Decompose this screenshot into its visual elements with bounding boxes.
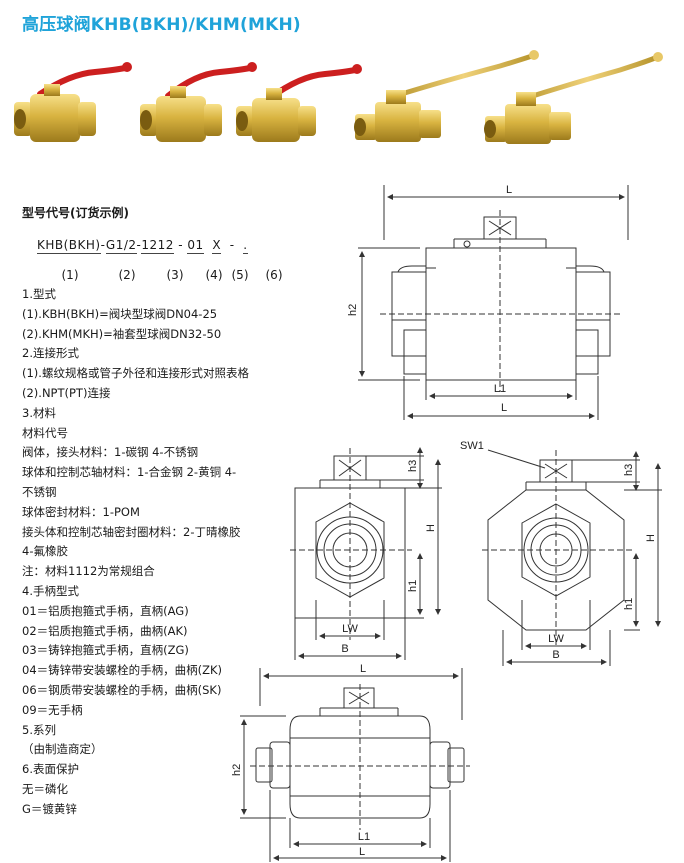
dim-lw-left: LW [342, 623, 358, 635]
dim-h3-left: h3 [407, 460, 419, 472]
dim-b-right: B [552, 649, 559, 661]
page-title: 高压球阀KHB(BKH)/KHM(MKH) [22, 15, 301, 35]
valve-photo-5 [484, 52, 663, 144]
sleeve-side-view: L h2 L1 L [231, 663, 470, 862]
model-index: (2) [118, 268, 136, 282]
dim-l-sleeve-bottom: L [359, 846, 365, 858]
side-view-drawing: h2 L1 L L [347, 184, 629, 420]
spec-list: 1.型式 (1).KBH(BKH)=阀块型球阀DN04-25 (2).KHM(M… [22, 285, 272, 820]
model-part-type: KHB(BKH) [37, 238, 101, 254]
spec-line: 4-氟橡胶 [22, 544, 68, 559]
spec-line: 2.连接形式 [22, 346, 79, 361]
dim-h3-right: h3 [623, 464, 635, 476]
model-index: (1) [61, 268, 79, 282]
spec-line: 3.材料 [22, 405, 56, 420]
dim-h-right: H [645, 534, 657, 542]
model-index: (3) [166, 268, 184, 282]
spec-line: 球体和控制芯轴材料：1-合金钢 2-黄铜 4- [22, 465, 237, 480]
valve-photo-1 [14, 62, 132, 142]
dim-h1-left: h1 [407, 580, 419, 592]
dim-lw-right: LW [548, 633, 564, 645]
dim-h1-right: h1 [623, 598, 635, 610]
spec-line: 球体密封材料：1-POM [22, 504, 140, 519]
model-sep: - [100, 238, 106, 252]
model-sep: - [136, 238, 142, 252]
dim-h-left: H [425, 524, 437, 532]
spec-line: 09＝无手柄 [22, 702, 83, 717]
valve-photo-2 [140, 62, 257, 142]
dim-sw1: SW1 [460, 440, 484, 452]
spec-line: 6.表面保护 [22, 762, 79, 777]
model-part-material: 1212 [141, 238, 174, 254]
spec-line: 06＝钢质带安装螺栓的手柄，曲柄(SK) [22, 682, 222, 697]
model-index: (6) [265, 268, 283, 282]
spec-line: (2).KHM(MKH)=袖套型球阀DN32-50 [22, 326, 222, 341]
model-sep: - [178, 238, 184, 252]
spec-line: 无＝磷化 [22, 781, 68, 796]
model-part-handle: 01 [187, 238, 204, 254]
spec-line: 不锈钢 [22, 484, 57, 499]
dim-l-sleeve-top: L [360, 663, 366, 675]
spec-line: 4.手柄型式 [22, 583, 79, 598]
spec-line: 01＝铝质抱箍式手柄，直柄(AG) [22, 603, 189, 618]
dim-b-left: B [341, 643, 348, 655]
spec-line: (1).KBH(BKH)=阀块型球阀DN04-25 [22, 306, 218, 321]
dim-l-top: L [506, 184, 512, 196]
model-sep: - [229, 238, 235, 252]
dim-h2-sleeve: h2 [231, 764, 243, 776]
spec-line: (2).NPT(PT)连接 [22, 385, 111, 400]
valve-photo-3 [236, 64, 362, 142]
valve-photo-4 [354, 50, 539, 142]
front-view-square: h3 h1 H LW B [290, 447, 442, 660]
product-photos [14, 50, 663, 144]
spec-line: G＝镀黄锌 [22, 801, 77, 816]
model-part-series: X [212, 238, 222, 254]
dim-l1-sleeve: L1 [358, 831, 370, 843]
dim-h2: h2 [347, 304, 359, 316]
spec-line: 1.型式 [22, 287, 56, 301]
spec-line: 材料代号 [22, 425, 68, 440]
order-example-heading: 型号代号(订货示例) [22, 206, 129, 220]
spec-line: 04＝铸锌带安装螺栓的手柄，曲柄(ZK) [22, 663, 223, 678]
spec-line: 阀体，接头材料：1-碳钢 4-不锈钢 [22, 445, 199, 460]
spec-line: （由制造商定） [22, 742, 103, 757]
spec-line: 5.系列 [22, 722, 56, 737]
dim-l1: L1 [494, 383, 506, 395]
model-index: (5) [231, 268, 249, 282]
model-part-surface: . [243, 238, 248, 254]
model-part-connection: G1/2 [105, 238, 137, 254]
dim-l-bottom: L [501, 402, 507, 414]
spec-line: (1).螺纹规格或管子外径和连接形式对照表格 [22, 366, 249, 381]
model-code-example: KHB(BKH)-G1/2-1212 - 01 X - . [37, 238, 248, 254]
front-view-octagon: SW1 h3 h1 H LW B [460, 440, 662, 666]
spec-line: 注：材料1112为常规组合 [22, 564, 155, 579]
spec-line: 02＝铝质抱箍式手柄，曲柄(AK) [22, 623, 188, 638]
spec-line: 03＝铸锌抱箍式手柄，直柄(ZG) [22, 643, 189, 658]
spec-line: 接头体和控制芯轴密封圈材料：2-丁晴橡胶 [22, 524, 241, 539]
model-index: (4) [205, 268, 223, 282]
